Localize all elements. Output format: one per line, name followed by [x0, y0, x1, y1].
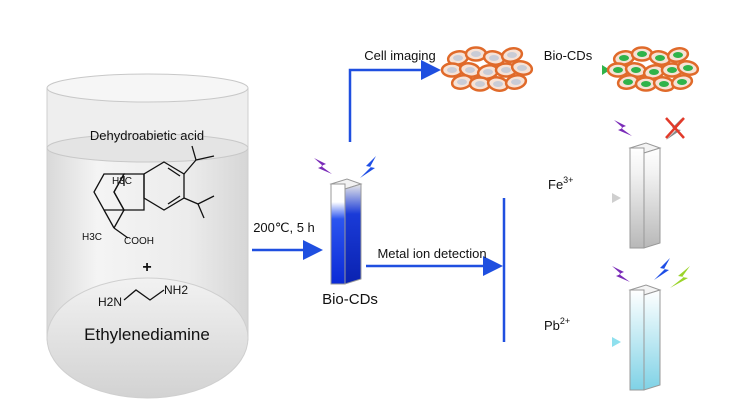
cell — [666, 47, 690, 63]
cell — [504, 74, 528, 90]
cell-imaging-path — [348, 60, 441, 142]
cell — [670, 74, 694, 90]
cell-staining-arrowhead — [602, 65, 610, 75]
reagent-ethylenediamine: Ethylenediamine — [84, 325, 210, 344]
cell-staining-label: Bio-CDs — [544, 48, 593, 63]
ethylenediamine-structure — [123, 289, 165, 301]
cell — [440, 62, 464, 78]
dehydroabietic-acid-structure — [93, 145, 215, 239]
reagent-dehydroabietic-acid: Dehydroabietic acid — [90, 128, 204, 143]
lightning-purple-pb-icon — [612, 266, 630, 282]
struct-h3c-bottom: H3C — [82, 232, 102, 243]
bio-cds-vial — [329, 178, 363, 285]
struct-nh2: NH2 — [164, 283, 188, 297]
cell-imaging-label: Cell imaging — [364, 48, 436, 63]
fe-arrowhead — [612, 193, 621, 203]
reaction-condition: 200℃, 5 h — [253, 220, 315, 235]
struct-h2n: H2N — [98, 295, 122, 309]
cell — [500, 47, 524, 63]
lightning-blue-pb-icon — [654, 258, 670, 280]
lightning-blue-icon — [360, 156, 376, 178]
fe-vial — [628, 142, 662, 249]
reactor-vessel — [46, 73, 249, 399]
plus-sign: + — [142, 259, 151, 276]
cell — [606, 62, 630, 78]
struct-cooh: COOH — [124, 236, 154, 247]
lightning-purple-fe-icon — [614, 120, 632, 136]
pb-vial — [628, 284, 662, 391]
cell — [486, 76, 510, 92]
pb-ion-label: Pb2+ — [544, 316, 570, 333]
cell — [630, 46, 654, 62]
lightning-green-pb-icon — [670, 266, 690, 288]
product-label: Bio-CDs — [322, 291, 378, 308]
lightning-purple-icon — [314, 158, 332, 174]
pb-arrowhead — [612, 337, 621, 347]
fe-ion-label: Fe3+ — [548, 175, 573, 192]
cells-unstained — [440, 46, 534, 92]
cross-red-icon — [665, 117, 685, 139]
struct-h3c-top: H3C — [112, 176, 132, 187]
cells-stained — [606, 46, 700, 92]
cell — [464, 46, 488, 62]
metal-detection-label: Metal ion detection — [377, 246, 486, 261]
